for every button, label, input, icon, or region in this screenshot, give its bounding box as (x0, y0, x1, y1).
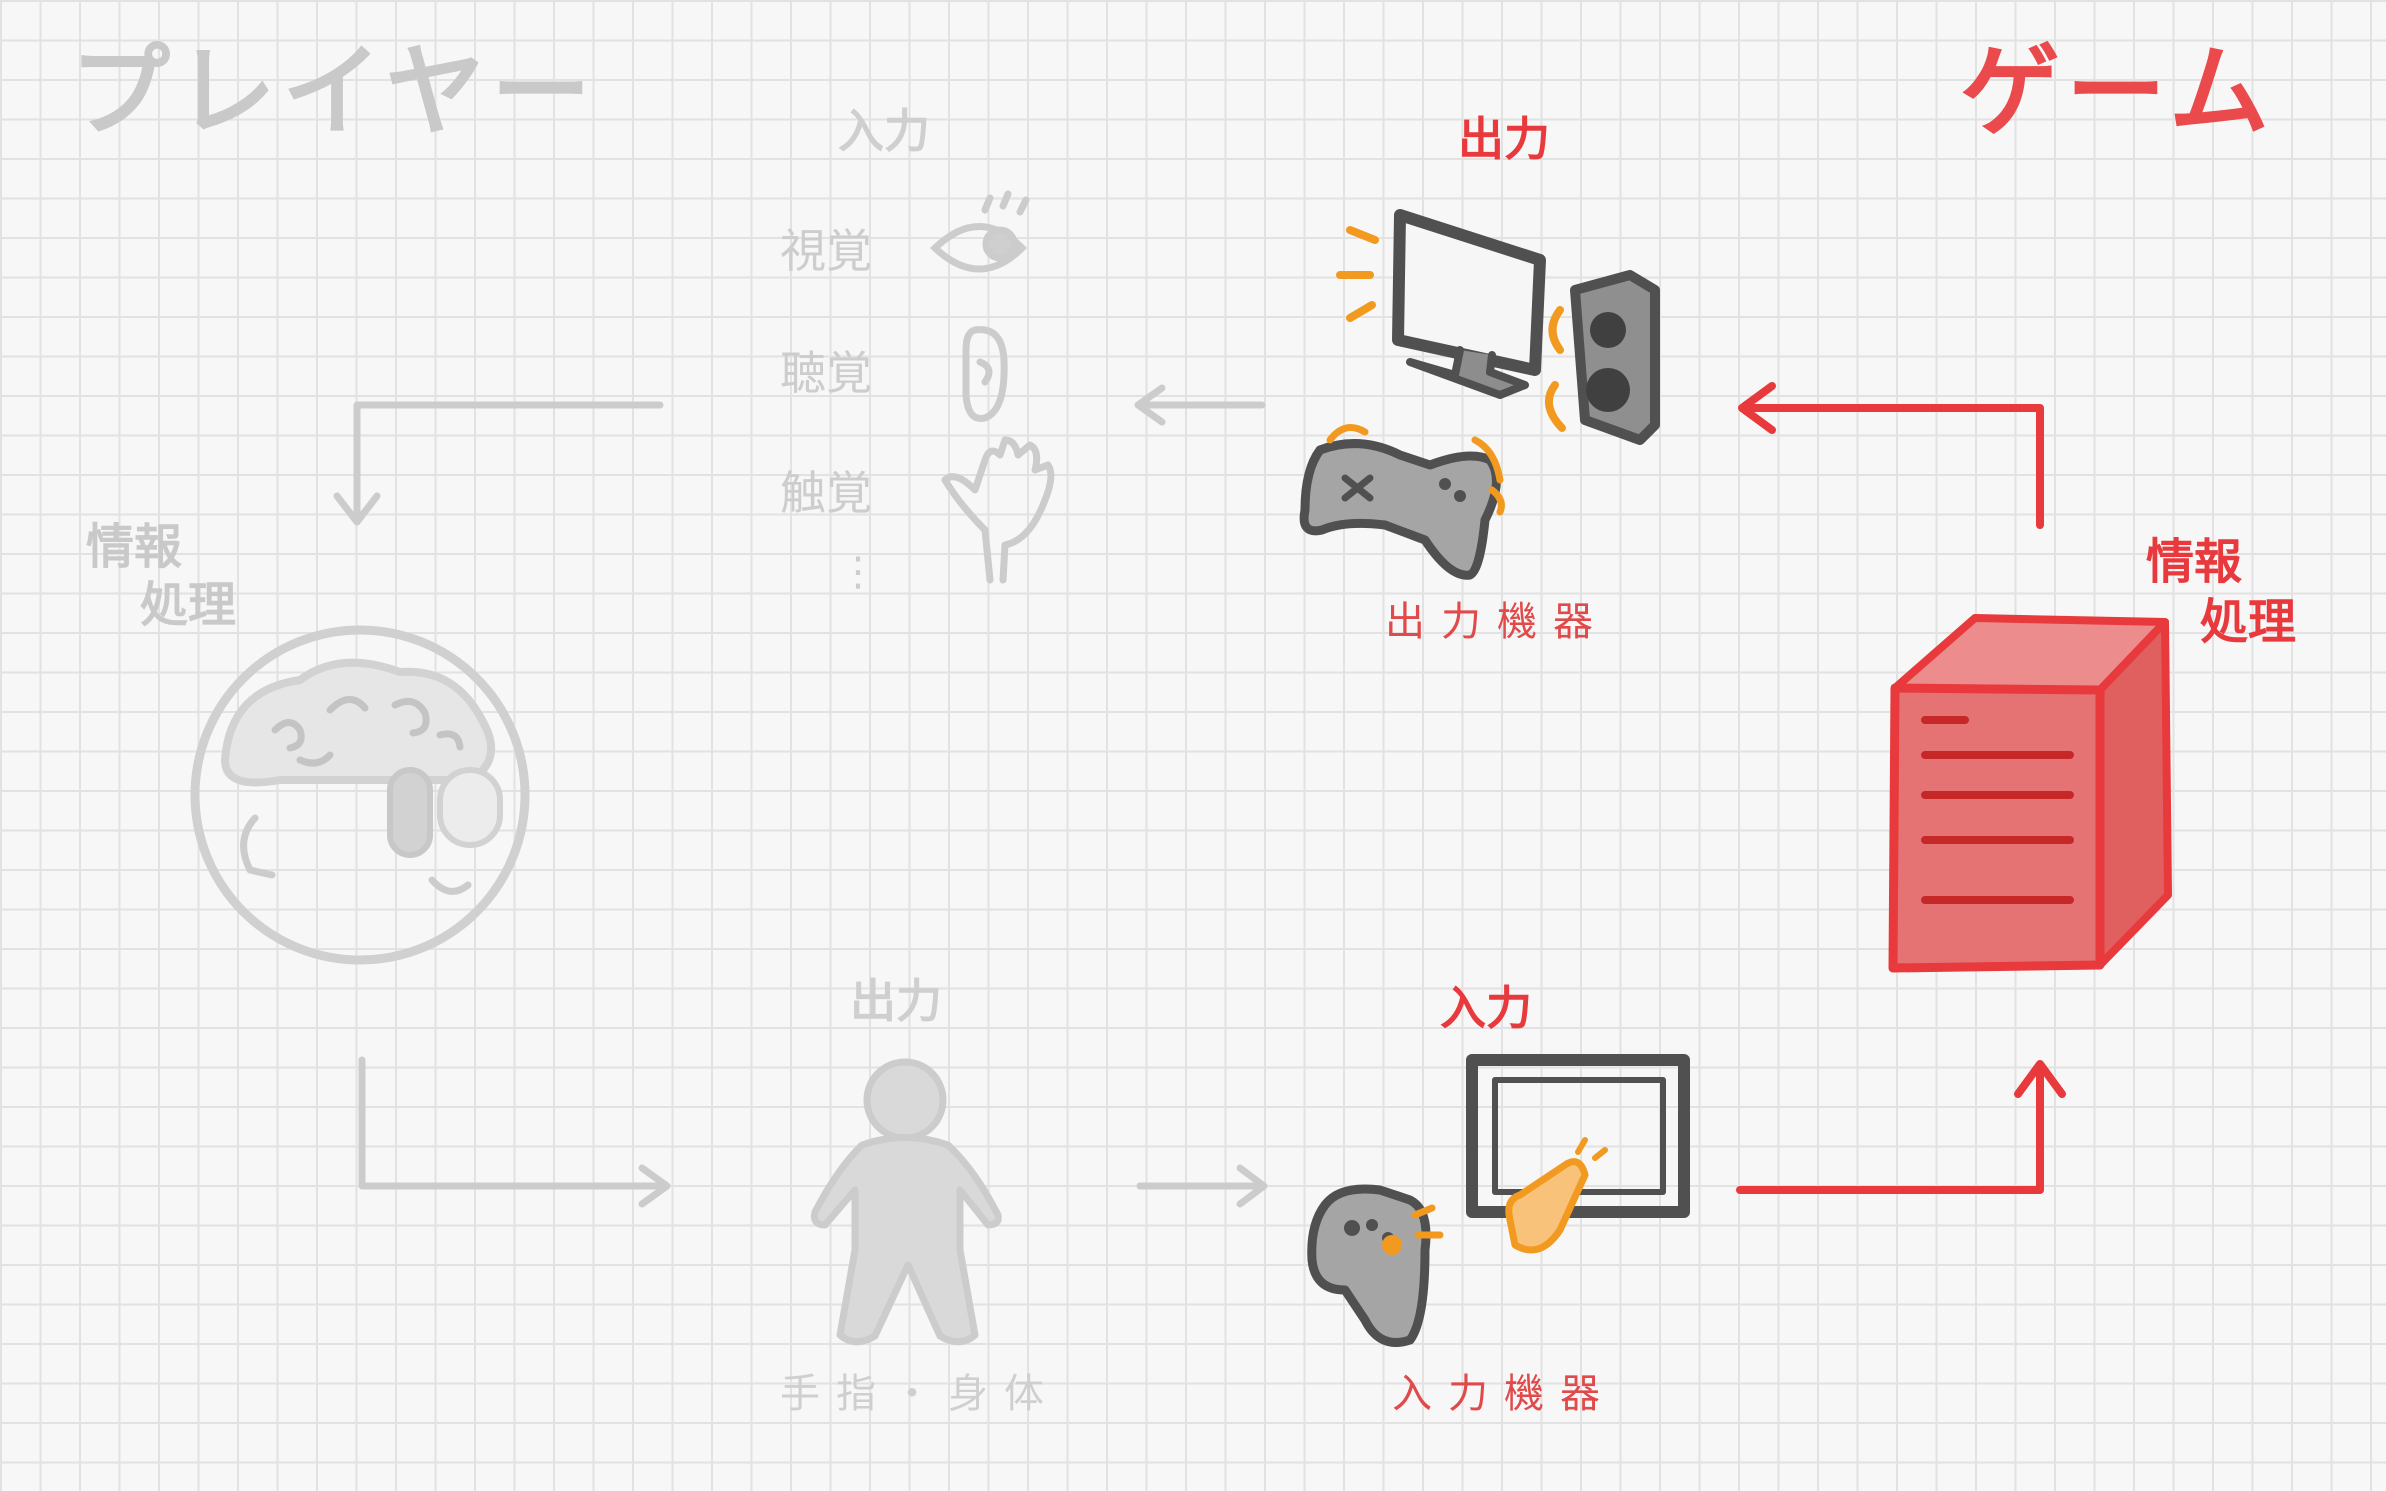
player-output-header: 出力 (850, 974, 942, 1028)
game-title: ゲーム (1960, 33, 2275, 150)
person-icon (811, 1058, 1002, 1346)
server-icon (1888, 614, 2172, 973)
monitor-icon (1336, 209, 1546, 399)
sense-hearing-label: 聴覚 (780, 346, 872, 400)
hand-icon (941, 436, 1055, 584)
player-title: プレイヤー (70, 33, 597, 150)
game-output-header: 出力 (1458, 112, 1550, 166)
arrow-output-to-senses (1134, 384, 1266, 426)
gamepad-icon (1299, 424, 1505, 580)
sense-sight-label: 視覚 (780, 224, 872, 278)
speaker-icon (1544, 270, 1660, 445)
game-processing-line1: 情報 (2146, 534, 2243, 590)
brain-icon (190, 625, 530, 965)
arrow-server-to-output (1738, 382, 2044, 529)
eye-icon (929, 190, 1030, 273)
player-input-header: 入力 (838, 104, 930, 158)
player-processing-line1: 情報 (86, 519, 183, 575)
sense-touch-label: 触覚 (780, 466, 872, 520)
input-devices-caption: 入力機器 (1392, 1371, 1616, 1417)
arrow-input-to-server (1736, 1060, 2066, 1194)
gamepad-input-icon (1307, 1184, 1444, 1347)
touchscreen-icon (1466, 1054, 1690, 1254)
game-processing-line2: 処理 (2200, 594, 2297, 650)
output-devices-caption: 出力機器 (1385, 599, 1609, 645)
arrow-senses-to-brain (333, 401, 664, 526)
player-processing-line2: 処理 (140, 577, 237, 633)
arrow-body-to-input (1136, 1164, 1268, 1208)
ear-icon (962, 326, 1008, 422)
sense-ellipsis: ⋮ (838, 549, 878, 595)
game-input-header: 入力 (1440, 981, 1532, 1035)
body-caption: 手指・身体 (780, 1371, 1060, 1417)
arrow-brain-to-body (358, 1056, 671, 1208)
